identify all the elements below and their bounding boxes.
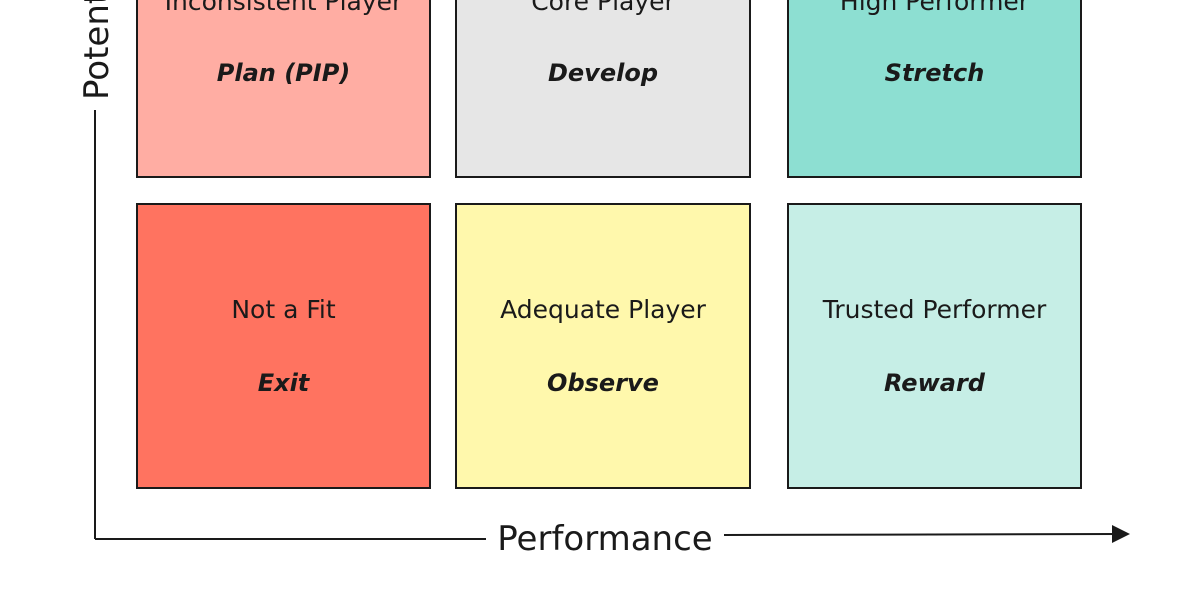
cell-action: Develop [548,59,658,87]
cell-action: Exit [258,369,311,397]
cell-box [787,0,1082,178]
cell-action: Stretch [885,59,985,87]
cell-title: High Performer [840,0,1030,16]
cell-action: Observe [547,369,659,397]
x-axis-line-right [723,533,1121,536]
cell-action: Reward [884,369,986,397]
cell-title: Inconsistent Player [165,0,403,16]
cell-inconsistent-player: Inconsistent Player Plan (PIP) [136,0,431,178]
cell-box [455,0,751,178]
cell-box [787,203,1082,489]
cell-box [455,203,751,489]
cell-title: Trusted Performer [822,295,1047,324]
cell-adequate-player: Adequate Player Observe [455,203,751,489]
x-axis-arrow-icon [1112,525,1130,543]
cell-core-player: Core Player Develop [455,0,751,178]
y-axis-label: Potential [77,0,117,100]
cell-title: Not a Fit [231,295,336,324]
cell-action: Plan (PIP) [217,59,351,87]
cell-box [136,0,431,178]
cell-trusted-performer: Trusted Performer Reward [787,203,1082,489]
cell-title: Adequate Player [500,295,707,324]
x-axis-label: Performance [497,519,712,559]
cell-title: Core Player [531,0,675,16]
cell-box [136,203,431,489]
cell-not-a-fit: Not a Fit Exit [136,203,431,489]
cell-high-performer: High Performer Stretch [787,0,1082,178]
